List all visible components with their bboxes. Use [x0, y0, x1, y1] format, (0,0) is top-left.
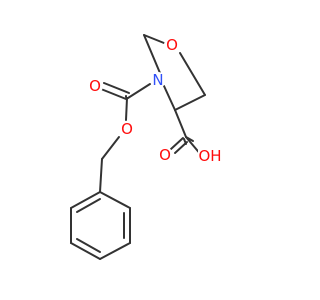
bond-acid-c-o-double-2 [174, 141, 188, 154]
bond-o1-c5 [179, 52, 206, 96]
phenyl-bond-1 [99, 191, 131, 209]
phenyl-inner-bond-2 [76, 238, 101, 253]
bond-c4-acid-c [174, 109, 187, 138]
acid-carbonyl-oxygen-label: O [159, 146, 171, 164]
bond-c2-n3 [143, 34, 161, 74]
molecule-canvas: O N O O O OH [70, 34, 222, 260]
atom-carbamate-ester-oxygen: O [119, 120, 135, 138]
phenyl-bond-3 [99, 242, 131, 260]
bond-carbamate-c-o-double-a [100, 88, 127, 100]
carbamate-carbonyl-oxygen-label: O [89, 77, 101, 95]
bond-c2-o1 [143, 34, 165, 44]
bond-carbamate-c-ester-o [125, 97, 128, 121]
bond-c5-c4 [174, 94, 206, 111]
atom-carbamate-carbonyl-oxygen: O [87, 77, 103, 95]
carbamate-ester-oxygen-label: O [121, 120, 133, 138]
ring-nitrogen-label: N [152, 71, 163, 89]
atom-acid-carbonyl-oxygen: O [157, 146, 173, 164]
atom-acid-hydroxyl: OH [198, 147, 222, 165]
atom-ring-oxygen: O [164, 36, 180, 54]
phenyl-inner-bond-3 [76, 198, 101, 213]
bond-ester-o-ch2 [101, 136, 120, 160]
atom-ring-nitrogen: N [150, 71, 166, 89]
phenyl-bond-4 [70, 242, 101, 260]
bond-n3-carbamate-c [127, 83, 151, 99]
acid-hydroxyl-label: OH [198, 147, 221, 165]
bond-ch2-phenyl [99, 158, 103, 193]
ring-oxygen-label: O [166, 36, 178, 54]
bond-carbamate-c-o-double-b [103, 82, 130, 94]
bond-c4-n3 [163, 85, 176, 111]
structure-diagram: O N O O O OH [70, 34, 222, 260]
bond-acid-c-o-double-1 [170, 137, 184, 150]
phenyl-bond-6 [70, 191, 101, 209]
